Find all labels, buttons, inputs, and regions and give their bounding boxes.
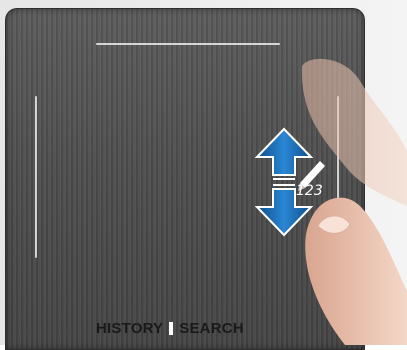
- bottom-labels: HISTORY SEARCH: [96, 320, 244, 337]
- finger-hand: [290, 56, 407, 345]
- left-edge-line: [35, 96, 37, 258]
- history-label[interactable]: HISTORY: [96, 320, 163, 337]
- label-separator: [169, 322, 173, 335]
- top-edge-line: [96, 43, 280, 45]
- search-label[interactable]: SEARCH: [179, 320, 244, 337]
